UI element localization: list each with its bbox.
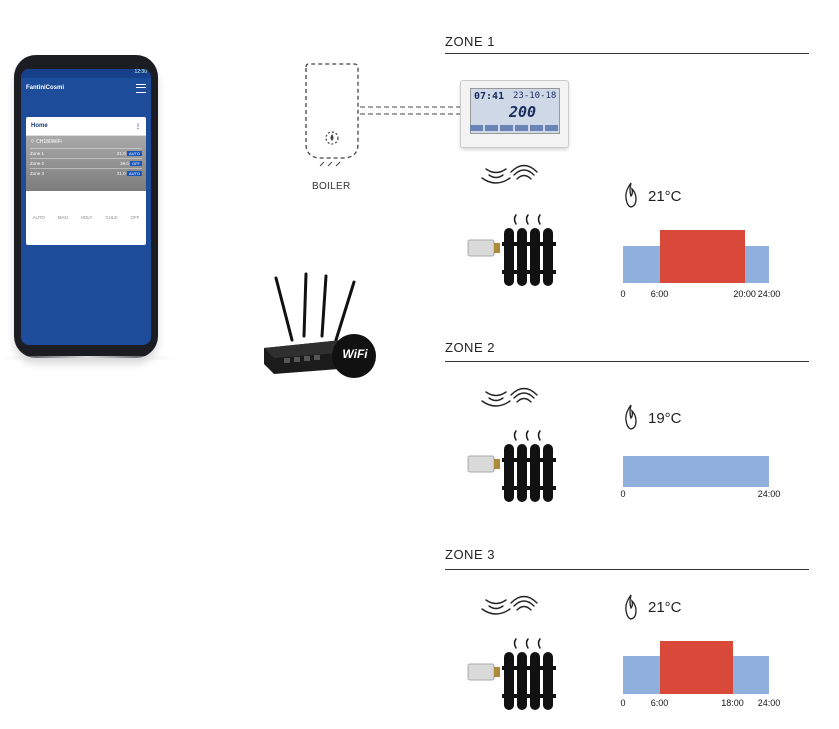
thermostat-date: 23-10-18 [513, 91, 557, 101]
zone-temp: 21.0 [116, 171, 126, 176]
signal-waves-icon [478, 386, 540, 415]
zone-title: ZONE 2 [445, 340, 495, 355]
schedule-heating-bar [659, 641, 733, 694]
thermostat-time: 07:41 [474, 91, 505, 102]
zone-temperature: 19°C [648, 410, 682, 427]
phone-screen: 12:30 FantiniCosmi Home ⋮ ⌔ CH180WiFi Zo… [21, 69, 151, 345]
signal-waves-icon [478, 594, 540, 623]
zone-mode-badge[interactable]: OFF [130, 161, 142, 166]
network-name: ⌔ CH180WiFi [30, 139, 62, 145]
zone-title: ZONE 1 [445, 34, 495, 49]
boiler-label: BOILER [312, 181, 351, 192]
flame-icon [623, 594, 639, 625]
flame-icon [623, 404, 639, 435]
home-label: Home [31, 123, 48, 129]
zone-name: Zone 2 [30, 161, 45, 166]
mode-bar: AUTO MAN HOLY CHLD OFF [26, 215, 146, 220]
mode-auto[interactable]: AUTO [32, 215, 45, 220]
flame-icon [623, 182, 639, 213]
mode-chld[interactable]: CHLD [105, 215, 118, 220]
thermostat-temperature: 200 [509, 103, 537, 121]
schedule-tick-label: 0 [620, 289, 626, 299]
zone-mode-badge[interactable]: AUTO [126, 171, 142, 176]
radiator-icon [466, 212, 566, 297]
mode-holy[interactable]: HOLY [80, 215, 93, 220]
schedule-tick-label: 24:00 [757, 698, 781, 708]
schedule-tick-label: 6:00 [650, 698, 669, 708]
zone-divider [445, 569, 809, 570]
schedule-heating-bar [659, 230, 745, 283]
thermostat-icon: 07:41 23-10-18 200 [460, 80, 569, 148]
schedule-tick-label: 0 [620, 489, 626, 499]
card-header: Home ⋮ [26, 117, 146, 136]
zone-temperature: 21°C [648, 188, 682, 205]
wire-connection [360, 106, 460, 115]
zone-row[interactable]: Zone 1 21.0 AUTO [30, 148, 142, 158]
status-bar: 12:30 [21, 69, 151, 78]
brand-logo: FantiniCosmi [26, 85, 65, 91]
schedule-base-bar [623, 456, 769, 487]
zone-name: Zone 1 [30, 151, 45, 156]
phone-shadow [0, 356, 175, 360]
menu-icon[interactable] [136, 83, 146, 93]
radiator-icon [466, 428, 566, 513]
more-icon[interactable]: ⋮ [135, 123, 141, 130]
boiler-icon [305, 63, 359, 167]
zones-panel: ⌔ CH180WiFi Zone 1 21.0 AUTO Zone 2 19.0… [26, 136, 146, 191]
zone-title: ZONE 3 [445, 547, 495, 562]
zone-name: Zone 3 [30, 171, 45, 176]
schedule-tick-label: 24:00 [757, 489, 781, 499]
smartphone: 12:30 FantiniCosmi Home ⋮ ⌔ CH180WiFi Zo… [14, 55, 158, 358]
zone-row[interactable]: Zone 2 19.0 OFF [30, 158, 142, 168]
network-label: CH180WiFi [36, 139, 62, 145]
schedule-tick-label: 24:00 [757, 289, 781, 299]
mode-man[interactable]: MAN [57, 215, 68, 220]
home-card: Home ⋮ ⌔ CH180WiFi Zone 1 21.0 AUTO Zone… [26, 117, 146, 245]
signal-waves-icon [478, 163, 540, 192]
wifi-logo: WiFi [342, 347, 368, 361]
schedule-tick-label: 20:00 [733, 289, 756, 299]
zone-temp: 21.0 [116, 151, 126, 156]
thermostat-buttons [470, 125, 558, 131]
zone-temperature: 21°C [648, 599, 682, 616]
radiator-icon [466, 636, 566, 721]
zone-divider [445, 53, 809, 54]
zone-temp: 19.0 [119, 161, 129, 166]
mode-off[interactable]: OFF [130, 215, 140, 220]
schedule-tick-label: 0 [620, 698, 626, 708]
zone-mode-badge[interactable]: AUTO [126, 151, 142, 156]
schedule-tick-label: 6:00 [650, 289, 669, 299]
router-icon [264, 272, 376, 378]
app-bar: FantiniCosmi [21, 78, 151, 98]
zone-row[interactable]: Zone 3 21.0 AUTO [30, 168, 142, 178]
schedule-tick-label: 18:00 [721, 698, 744, 708]
zone-divider [445, 361, 809, 362]
